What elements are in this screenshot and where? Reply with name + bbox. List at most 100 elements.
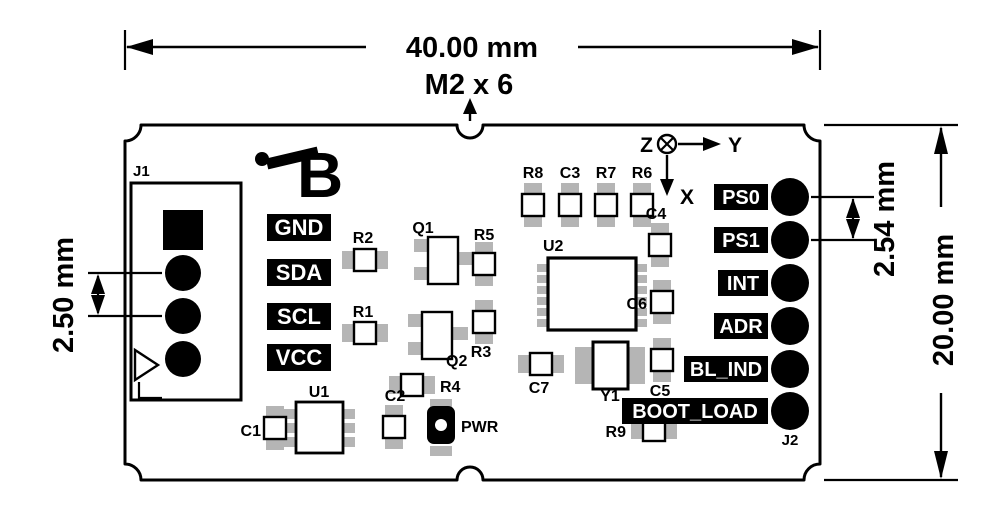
pin-label-bl-ind: BL_IND bbox=[684, 350, 809, 388]
component-u2: U2 bbox=[537, 238, 647, 332]
svg-text:R7: R7 bbox=[596, 165, 617, 182]
svg-text:R1: R1 bbox=[353, 304, 374, 321]
pad-boot-load bbox=[771, 392, 809, 430]
arrow-left-icon bbox=[126, 39, 153, 55]
board-width-text: 40.00 mm bbox=[406, 32, 538, 64]
svg-text:R3: R3 bbox=[471, 344, 492, 361]
svg-text:C4: C4 bbox=[646, 206, 667, 223]
pin-label-ps0: PS0 bbox=[714, 178, 809, 216]
dim-left-pitch: 2.50 mm bbox=[48, 237, 162, 353]
component-r2: R2 bbox=[342, 230, 388, 273]
svg-text:R5: R5 bbox=[474, 227, 495, 244]
svg-text:SDA: SDA bbox=[276, 260, 323, 285]
svg-text:GND: GND bbox=[275, 215, 324, 240]
component-c4: C4 bbox=[646, 206, 673, 267]
axis-y-label: Y bbox=[728, 134, 742, 157]
pin-label-ps1: PS1 bbox=[714, 221, 809, 259]
svg-text:BOOT_LOAD: BOOT_LOAD bbox=[632, 401, 758, 423]
connector-j1: J1 bbox=[129, 163, 243, 402]
j1-pin2 bbox=[165, 255, 201, 291]
screw-spec-text: M2 x 6 bbox=[425, 69, 514, 101]
j1-orientation-triangle bbox=[133, 347, 161, 383]
net-label-sda: SDA bbox=[267, 259, 331, 286]
net-label-scl: SCL bbox=[267, 303, 331, 330]
svg-text:R8: R8 bbox=[523, 165, 544, 182]
component-q2: Q2 bbox=[408, 310, 468, 370]
component-r9: R9 bbox=[606, 417, 677, 443]
axis-x-label: X bbox=[680, 186, 694, 209]
svg-text:U1: U1 bbox=[309, 384, 330, 401]
dim-board-width: 40.00 mm bbox=[123, 30, 822, 70]
dim-right-pitch: 2.54 mm bbox=[811, 161, 901, 277]
axis-z-label: Z bbox=[640, 134, 653, 157]
svg-text:R4: R4 bbox=[440, 379, 461, 396]
j1-label: J1 bbox=[133, 163, 150, 180]
svg-text:PS1: PS1 bbox=[722, 230, 760, 252]
component-q1: Q1 bbox=[412, 220, 474, 286]
svg-text:R6: R6 bbox=[632, 165, 653, 182]
component-c3: C3 bbox=[557, 165, 583, 227]
dim-board-height: 20.00 mm bbox=[824, 123, 960, 482]
logo-glyph: B bbox=[297, 139, 343, 211]
svg-text:C1: C1 bbox=[241, 423, 262, 440]
arrow-up-icon bbox=[463, 98, 477, 114]
axis-into-page-icon bbox=[656, 133, 678, 155]
svg-text:Y1: Y1 bbox=[600, 388, 620, 405]
svg-text:ADR: ADR bbox=[719, 316, 763, 338]
component-r7: R7 bbox=[593, 165, 619, 227]
component-r3: R3 bbox=[471, 300, 497, 361]
axis-indicator: Z Y X bbox=[640, 133, 742, 209]
component-r1: R1 bbox=[342, 304, 388, 346]
component-r8: R8 bbox=[520, 165, 546, 227]
j1-pin3 bbox=[165, 298, 201, 334]
net-label-vcc: VCC bbox=[267, 344, 331, 371]
svg-text:VCC: VCC bbox=[276, 345, 323, 370]
net-label-gnd: GND bbox=[267, 214, 331, 241]
axis-y-arrow-icon bbox=[703, 137, 721, 151]
svg-text:C7: C7 bbox=[529, 380, 550, 397]
pin-label-adr: ADR bbox=[714, 307, 809, 345]
axis-x-arrow-icon bbox=[660, 179, 674, 196]
board-height-text: 20.00 mm bbox=[928, 234, 960, 366]
svg-text:R9: R9 bbox=[606, 424, 627, 441]
component-u1: U1 bbox=[284, 384, 355, 455]
pad-ps1 bbox=[771, 221, 809, 259]
component-c1: C1 bbox=[241, 406, 288, 450]
svg-text:INT: INT bbox=[727, 273, 759, 295]
j1-corner-mark bbox=[137, 382, 162, 400]
pad-adr bbox=[771, 307, 809, 345]
svg-text:U2: U2 bbox=[543, 238, 564, 255]
component-c2: C2 bbox=[381, 388, 407, 449]
j2-label: J2 bbox=[782, 432, 799, 449]
svg-text:C5: C5 bbox=[650, 383, 671, 400]
svg-text:Q1: Q1 bbox=[412, 220, 433, 237]
svg-text:C3: C3 bbox=[560, 165, 581, 182]
pin-label-boot-load: BOOT_LOAD bbox=[622, 392, 809, 430]
right-pitch-text: 2.54 mm bbox=[869, 161, 901, 277]
svg-text:PWR: PWR bbox=[461, 419, 499, 436]
arrow-right-icon bbox=[792, 39, 819, 55]
component-r5: R5 bbox=[471, 227, 497, 286]
component-c5: C5 bbox=[650, 338, 675, 400]
svg-text:C2: C2 bbox=[385, 388, 406, 405]
svg-text:SCL: SCL bbox=[277, 304, 321, 329]
left-pitch-text: 2.50 mm bbox=[48, 237, 80, 353]
svg-text:C6: C6 bbox=[627, 296, 648, 313]
pad-ps0 bbox=[771, 178, 809, 216]
pad-int bbox=[771, 264, 809, 302]
pad-bl-ind bbox=[771, 350, 809, 388]
svg-text:PS0: PS0 bbox=[722, 187, 760, 209]
svg-text:BL_IND: BL_IND bbox=[690, 359, 762, 381]
component-pwr-led: PWR bbox=[427, 399, 499, 456]
component-c7: C7 bbox=[518, 351, 564, 397]
svg-text:Q2: Q2 bbox=[446, 353, 467, 370]
component-y1: Y1 bbox=[575, 340, 645, 405]
component-r4: R4 bbox=[389, 372, 461, 398]
component-r6: R6 bbox=[629, 165, 655, 227]
j1-pin1-square bbox=[163, 210, 203, 250]
svg-text:R2: R2 bbox=[353, 230, 374, 247]
logo-mark: B bbox=[255, 139, 343, 211]
j1-pin4 bbox=[165, 341, 201, 377]
